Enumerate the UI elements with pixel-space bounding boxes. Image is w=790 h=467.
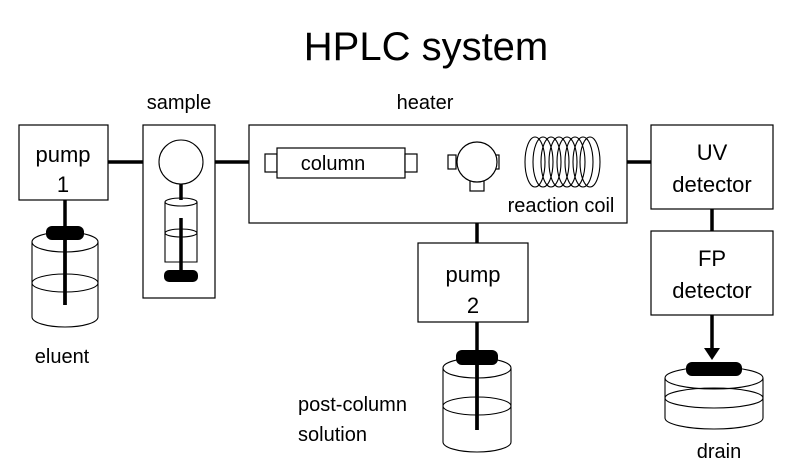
drain-container-lid-icon	[686, 362, 742, 376]
fp-detector: FP detector	[650, 230, 774, 316]
column-left-fitting	[264, 153, 278, 173]
mixing-tee-icon	[456, 141, 498, 183]
drain-liquid-level	[664, 387, 764, 409]
sample-injector	[142, 124, 216, 299]
post-column-label-line1: post-column	[298, 394, 407, 416]
post-column-bottle-cap-icon	[456, 350, 498, 365]
column-right-fitting	[404, 153, 418, 173]
eluent-bottle	[31, 226, 99, 328]
pump-2: pump 2	[417, 242, 529, 323]
pump-2-box	[417, 242, 529, 323]
column-body	[276, 147, 406, 179]
drain-arrow-icon	[704, 348, 720, 360]
fp-detector-label-line2: detector	[672, 278, 752, 303]
drain-container	[664, 362, 764, 430]
syringe-plunger-icon	[164, 270, 198, 282]
diagram-title: HPLC system	[304, 25, 549, 69]
eluent-bottle-body	[31, 242, 99, 328]
pump-1: pump 1	[18, 124, 109, 201]
heater: column reaction coil	[248, 124, 628, 224]
sample-syringe-top	[164, 197, 198, 207]
post-column-label-line2: solution	[298, 424, 367, 446]
column: column	[264, 147, 418, 179]
fp-detector-box	[650, 230, 774, 316]
pump-1-box	[18, 124, 109, 201]
uv-detector-label-line2: detector	[672, 172, 752, 197]
pump-1-number: 1	[57, 172, 69, 197]
uv-detector: UV detector	[650, 124, 774, 210]
column-label: column	[301, 153, 365, 175]
heater-label: heater	[397, 92, 454, 114]
post-column-bottle	[442, 350, 512, 453]
reaction-coil-icon	[524, 136, 601, 188]
mixing-tee-left-fitting	[447, 154, 457, 170]
sample-injector-box	[142, 124, 216, 299]
pump-1-label: pump	[35, 142, 90, 167]
drain-label: drain	[697, 441, 741, 463]
uv-detector-label-line1: UV	[697, 140, 728, 165]
drain-container-body	[664, 378, 764, 430]
pump-2-number: 2	[467, 293, 479, 318]
eluent-bottle-cap-icon	[46, 226, 84, 240]
reaction-coil-label: reaction coil	[508, 195, 615, 217]
post-column-bottle-body	[442, 368, 512, 453]
uv-detector-box	[650, 124, 774, 210]
fp-detector-label-line1: FP	[698, 246, 726, 271]
sample-label: sample	[147, 92, 211, 114]
pump-2-label: pump	[445, 262, 500, 287]
mixing-tee	[447, 141, 500, 192]
eluent-label: eluent	[35, 346, 90, 368]
